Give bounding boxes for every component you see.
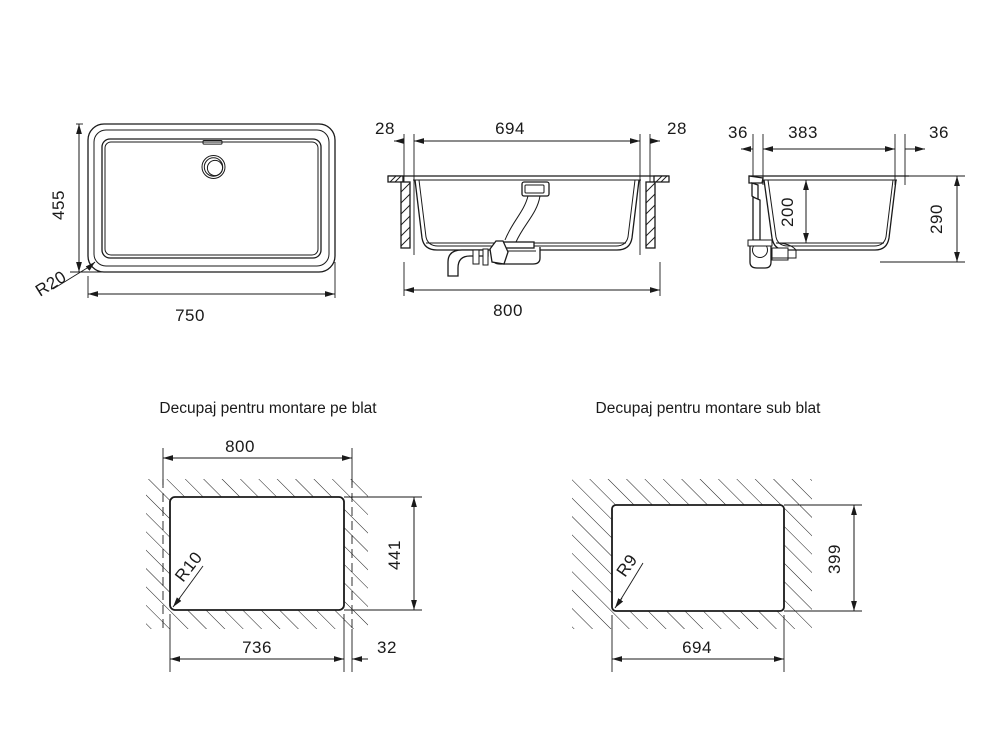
r9-leader-arrow bbox=[614, 597, 624, 609]
bracket-right-h2 bbox=[660, 175, 668, 183]
ss-trap-collar bbox=[747, 239, 773, 247]
br-h2 bbox=[645, 193, 656, 204]
br-h4 bbox=[645, 215, 656, 226]
drain-collar bbox=[489, 240, 509, 265]
radius-leader-line bbox=[52, 264, 93, 290]
dim-label-inner-depth: 383 bbox=[788, 123, 818, 142]
dim-label-inner-width: 694 bbox=[495, 119, 525, 138]
bl-h4 bbox=[400, 215, 411, 226]
ss-basin-outer bbox=[763, 179, 897, 251]
radius-leader-arrow bbox=[85, 261, 96, 271]
dim-label-694: 694 bbox=[682, 638, 712, 657]
bl-h6 bbox=[400, 236, 411, 247]
dim-label-left-flange: 28 bbox=[375, 119, 395, 138]
dim-label-32: 32 bbox=[377, 638, 397, 657]
dim-label-total-width: 800 bbox=[493, 301, 523, 320]
bracket-left-h1 bbox=[389, 175, 397, 183]
ss-basin-inner bbox=[767, 179, 894, 247]
bl-h3 bbox=[400, 204, 411, 215]
dim-label-width: 750 bbox=[175, 306, 205, 325]
cutout-under-mount-title: Decupaj pentru montare sub blat bbox=[596, 400, 822, 417]
dim-label-side-left-flange: 36 bbox=[728, 123, 748, 142]
overflow-hose-left bbox=[504, 195, 529, 241]
drain-outer-circle bbox=[201, 155, 226, 179]
overflow-slot bbox=[202, 140, 223, 145]
dim-label-cut-height-399: 399 bbox=[825, 544, 844, 574]
cutout-top-mount: Decupaj pentru montare pe blat 800 441 7… bbox=[146, 400, 422, 672]
ss-bracket-head bbox=[748, 175, 764, 184]
cutout-under-mount: Decupaj pentru montare sub blat 399 694 … bbox=[572, 400, 862, 672]
cutout-rect-under-mount bbox=[611, 504, 785, 612]
br-h1 bbox=[645, 182, 656, 193]
br-h3 bbox=[645, 204, 656, 215]
bracket-left-stem bbox=[400, 181, 411, 249]
bl-h1 bbox=[400, 182, 411, 193]
ss-trap-curve bbox=[772, 242, 797, 259]
bracket-left-h2 bbox=[394, 175, 402, 183]
trap-ring-1 bbox=[472, 249, 480, 265]
br-h5 bbox=[645, 226, 656, 237]
dim-label-total-depth: 290 bbox=[927, 204, 946, 234]
sink-basin-outline bbox=[101, 138, 322, 259]
side-section-view: 36 383 36 200 290 bbox=[728, 123, 965, 269]
dim-label-736: 736 bbox=[242, 638, 272, 657]
r10-leader-arrow bbox=[172, 597, 182, 608]
dim-label-side-right-flange: 36 bbox=[929, 123, 949, 142]
trap-pipe bbox=[447, 249, 489, 277]
trap-ring-2 bbox=[482, 248, 489, 266]
dim-label-outer-width: 800 bbox=[225, 437, 255, 456]
bl-h2 bbox=[400, 193, 411, 204]
r10-leader bbox=[175, 565, 204, 604]
dim-label-height: 455 bbox=[49, 190, 68, 220]
sink-outer-rim bbox=[87, 123, 336, 273]
overflow-hose-right bbox=[515, 195, 541, 243]
bl-h5 bbox=[400, 226, 411, 237]
dim-label-basin-depth: 200 bbox=[778, 197, 797, 227]
cut-hole-mask-2 bbox=[612, 505, 784, 611]
ss-trap-outlet bbox=[771, 247, 789, 261]
bracket-right-stem bbox=[645, 181, 656, 249]
under-mount-hatch-field bbox=[572, 479, 812, 629]
cutout-top-mount-title: Decupaj pentru montare pe blat bbox=[159, 400, 377, 417]
sink-rim-inner bbox=[93, 129, 330, 267]
bracket-right-h1 bbox=[655, 175, 663, 183]
ss-bracket-rod bbox=[752, 196, 761, 241]
cutout-rect-top-mount bbox=[169, 496, 345, 611]
drain-inner-circle bbox=[206, 159, 224, 177]
br-h6 bbox=[645, 236, 656, 247]
overflow-fitting-inner bbox=[524, 184, 545, 194]
r9-leader bbox=[617, 562, 644, 605]
front-section-view: 28 694 28 bbox=[375, 119, 687, 320]
overflow-fitting bbox=[521, 181, 550, 197]
dim-label-right-flange: 28 bbox=[667, 119, 687, 138]
top-plan-view: 455 750 R20 bbox=[32, 123, 336, 325]
dim-label-cut-height: 441 bbox=[385, 540, 404, 570]
sink-basin-inner bbox=[104, 141, 319, 256]
